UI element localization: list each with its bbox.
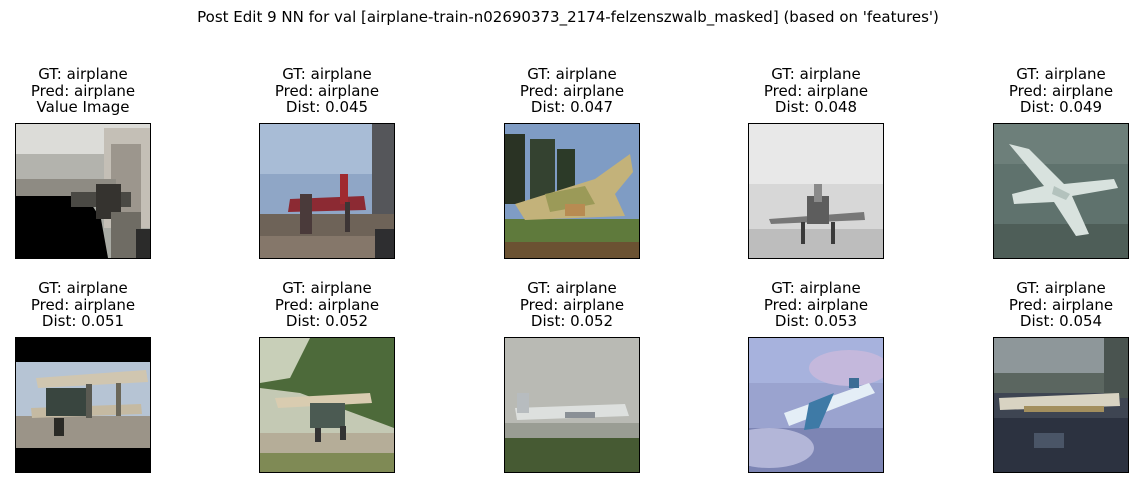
neighbor-thumbnail-6 <box>259 337 395 473</box>
panel-dist-label: Dist: 0.045 <box>285 98 369 116</box>
neighbor-thumbnail-5 <box>15 337 151 473</box>
panel-dist-label: Dist: 0.049 <box>1019 98 1103 116</box>
panel-gt-label: GT: airplane <box>1016 65 1106 83</box>
panel-gt-label: GT: airplane <box>38 279 128 297</box>
panel-gt-label: GT: airplane <box>771 65 861 83</box>
panel-gt-label: GT: airplane <box>771 279 861 297</box>
panel-pred-label: Pred: airplane <box>30 295 136 314</box>
panel-gt-label: GT: airplane <box>282 65 372 83</box>
panel-pred-label: Pred: airplane <box>763 81 869 100</box>
panel-dist-label: Dist: 0.047 <box>530 98 614 116</box>
neighbor-thumbnail-7 <box>504 337 640 473</box>
value-image-thumbnail <box>15 123 151 259</box>
panel-value-label: Value Image <box>36 98 130 116</box>
panel-gt-label: GT: airplane <box>527 65 617 83</box>
panel-gt-label: GT: airplane <box>38 65 128 83</box>
panel-dist-label: Dist: 0.054 <box>1019 312 1103 330</box>
panel-pred-label: Pred: airplane <box>519 81 625 100</box>
panel-pred-label: Pred: airplane <box>519 295 625 314</box>
panel-pred-label: Pred: airplane <box>30 81 136 100</box>
panel-dist-label: Dist: 0.048 <box>774 98 858 116</box>
panel-pred-label: Pred: airplane <box>274 295 380 314</box>
neighbor-thumbnail-3 <box>748 123 884 259</box>
neighbor-thumbnail-8 <box>748 337 884 473</box>
panel-dist-label: Dist: 0.052 <box>285 312 369 330</box>
neighbor-thumbnail-2 <box>504 123 640 259</box>
panel-pred-label: Pred: airplane <box>1008 295 1114 314</box>
panel-gt-label: GT: airplane <box>282 279 372 297</box>
panel-dist-label: Dist: 0.053 <box>774 312 858 330</box>
neighbor-thumbnail-4 <box>993 123 1129 259</box>
panel-pred-label: Pred: airplane <box>274 81 380 100</box>
neighbor-thumbnail-9 <box>993 337 1129 473</box>
panel-gt-label: GT: airplane <box>527 279 617 297</box>
panel-dist-label: Dist: 0.051 <box>41 312 125 330</box>
panel-gt-label: GT: airplane <box>1016 279 1106 297</box>
panel-pred-label: Pred: airplane <box>1008 81 1114 100</box>
neighbor-thumbnail-1 <box>259 123 395 259</box>
figure-title: Post Edit 9 NN for val [airplane-train-n… <box>197 8 939 26</box>
panel-pred-label: Pred: airplane <box>763 295 869 314</box>
panel-dist-label: Dist: 0.052 <box>530 312 614 330</box>
